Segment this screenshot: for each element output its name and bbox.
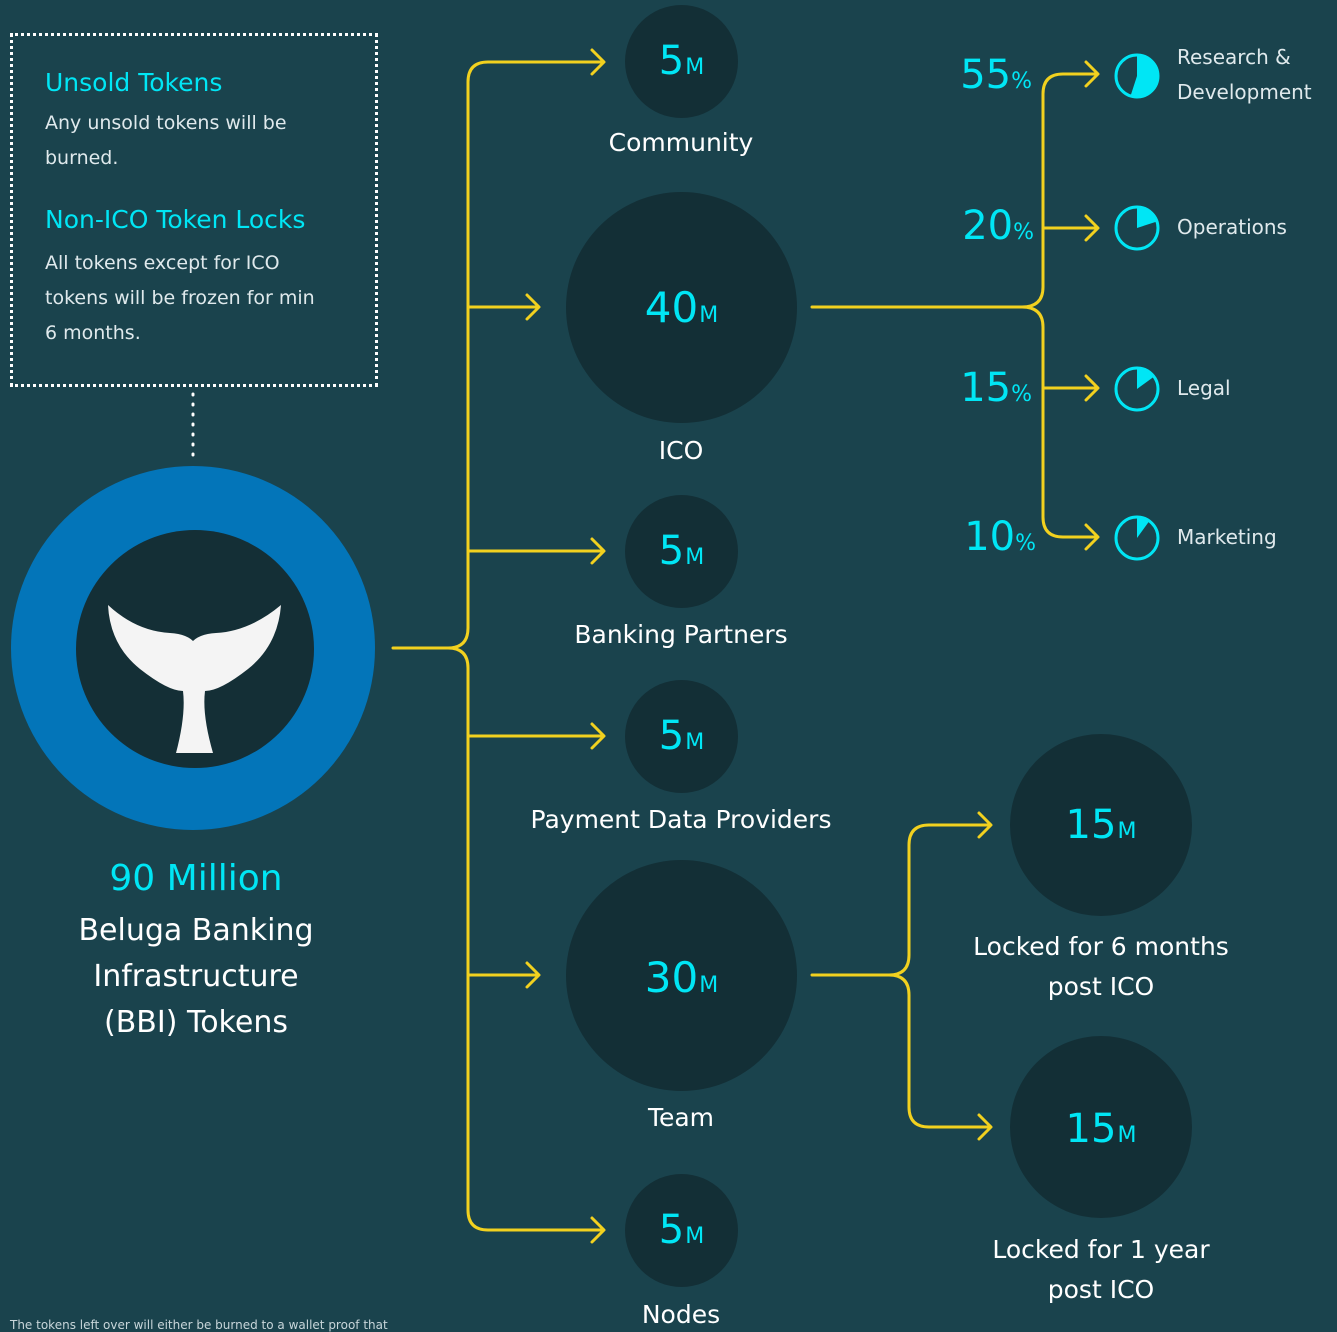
arrow-right-icon	[977, 1113, 993, 1141]
node-payment-data-providers	[625, 680, 738, 793]
team-connector	[810, 823, 992, 977]
total-label-line: Beluga Banking	[78, 913, 314, 948]
main-connector-lower	[446, 646, 604, 1232]
node-label: Nodes	[641, 1300, 721, 1329]
ico-connector	[810, 72, 1098, 309]
info-box	[10, 33, 378, 387]
arrow-right-icon	[1084, 374, 1100, 402]
footnote: The tokens left over will either be burn…	[10, 1318, 388, 1332]
token-locks-text: All tokens except for ICO tokens will be…	[45, 252, 315, 344]
breakdown-label: Research & Development	[1177, 45, 1312, 104]
breakdown-label: Operations	[1177, 215, 1287, 239]
node-label: ICO	[658, 436, 704, 465]
unsold-tokens-text: Any unsold tokens will be burned.	[45, 112, 287, 169]
breakdown-label: Legal	[1177, 376, 1231, 400]
arrow-right-icon	[977, 811, 993, 839]
arrow-right-icon	[590, 48, 606, 76]
node-label: Locked for 6 months post ICO	[973, 932, 1229, 1001]
main-connector	[391, 60, 604, 650]
node-value: 15M	[1065, 1106, 1137, 1152]
node-community	[625, 5, 738, 118]
percent-value: 20%	[962, 203, 1034, 249]
node-label: Payment Data Providers	[530, 805, 832, 834]
percent-value: 55%	[960, 52, 1032, 98]
whale-tail-icon	[108, 605, 281, 753]
node-value: 40M	[644, 283, 719, 332]
node-value: 5M	[658, 713, 705, 759]
arrow-right-icon	[525, 961, 541, 989]
node-label: Team	[647, 1103, 715, 1132]
token-locks-title: Non-ICO Token Locks	[45, 205, 306, 234]
percent-value: 15%	[960, 365, 1032, 411]
node-value: 15M	[1065, 802, 1137, 848]
percent-value: 10%	[964, 514, 1036, 560]
pie-fraction-icon	[1137, 207, 1157, 228]
pie-fraction-icon	[1137, 517, 1150, 538]
node-value: 5M	[658, 1207, 705, 1253]
arrow-right-icon	[590, 537, 606, 565]
unsold-tokens-title: Unsold Tokens	[45, 68, 223, 97]
breakdown-label: Marketing	[1177, 525, 1277, 549]
node-banking-partners	[625, 495, 738, 608]
total-label-line: (BBI) Tokens	[104, 1005, 288, 1040]
node-value: 30M	[644, 953, 719, 1002]
node-label: Community	[608, 128, 754, 157]
node-label: Locked for 1 year post ICO	[992, 1235, 1210, 1304]
arrow-right-icon	[590, 722, 606, 750]
total-amount: 90 Million	[109, 858, 283, 899]
arrow-right-icon	[1084, 60, 1100, 88]
node-nodes	[625, 1174, 738, 1287]
node-team-locked-6-months	[1010, 734, 1192, 916]
arrow-right-icon	[1084, 523, 1100, 551]
pie-fraction-icon	[1137, 368, 1154, 389]
arrow-right-icon	[590, 1216, 606, 1244]
total-label-line: Infrastructure	[93, 959, 299, 994]
arrow-right-icon	[1084, 214, 1100, 242]
node-team-locked-1-year	[1010, 1036, 1192, 1218]
pie-fraction-icon	[1130, 54, 1159, 98]
node-ico	[566, 192, 797, 423]
team-connector-lower	[887, 973, 992, 1129]
total-label: Beluga Banking Infrastructure (BBI) Toke…	[0, 908, 392, 1046]
arrow-right-icon	[525, 293, 541, 321]
ico-connector-lower	[1020, 305, 1098, 539]
node-team	[566, 860, 797, 1091]
node-value: 5M	[658, 38, 705, 84]
node-value: 5M	[658, 528, 705, 574]
node-label: Banking Partners	[574, 620, 788, 649]
